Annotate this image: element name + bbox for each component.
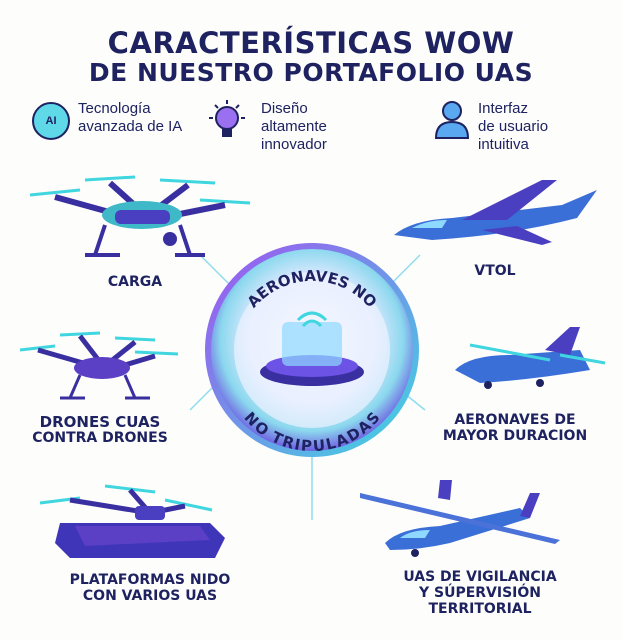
feature-ai-line1: Tecnología: [78, 100, 151, 117]
feature-interface-line3: intuitiva: [478, 136, 529, 153]
label-carga: CARGA: [107, 274, 163, 290]
title-line-1: CARACTERÍSTICAS WOW: [107, 26, 515, 60]
feature-ai-line2: avanzada de IA: [78, 118, 183, 135]
title-line-2: DE NUESTRO PORTAFOLIO UAS: [88, 58, 534, 87]
user-icon: [434, 101, 470, 139]
feature-design-line3: innovador: [261, 136, 327, 153]
vtol-aircraft-image: [394, 180, 597, 245]
nest-platform-image: [39, 484, 225, 558]
ai-brain-icon: AI: [32, 102, 70, 140]
lightbulb-icon: [209, 100, 245, 137]
feature-interface-line2: de usuario: [478, 118, 549, 135]
label-vtol: VTOL: [474, 263, 516, 279]
feature-design-line1: Diseño: [261, 100, 308, 117]
long-endurance-aircraft-image: [455, 327, 606, 389]
cuas-drone-image: [19, 331, 179, 400]
cargo-drone-image: [29, 175, 251, 257]
feature-interface-line1: Interfaz: [478, 100, 529, 117]
surveillance-aircraft-image: [360, 480, 560, 557]
feature-design-line2: altamente: [261, 118, 327, 135]
